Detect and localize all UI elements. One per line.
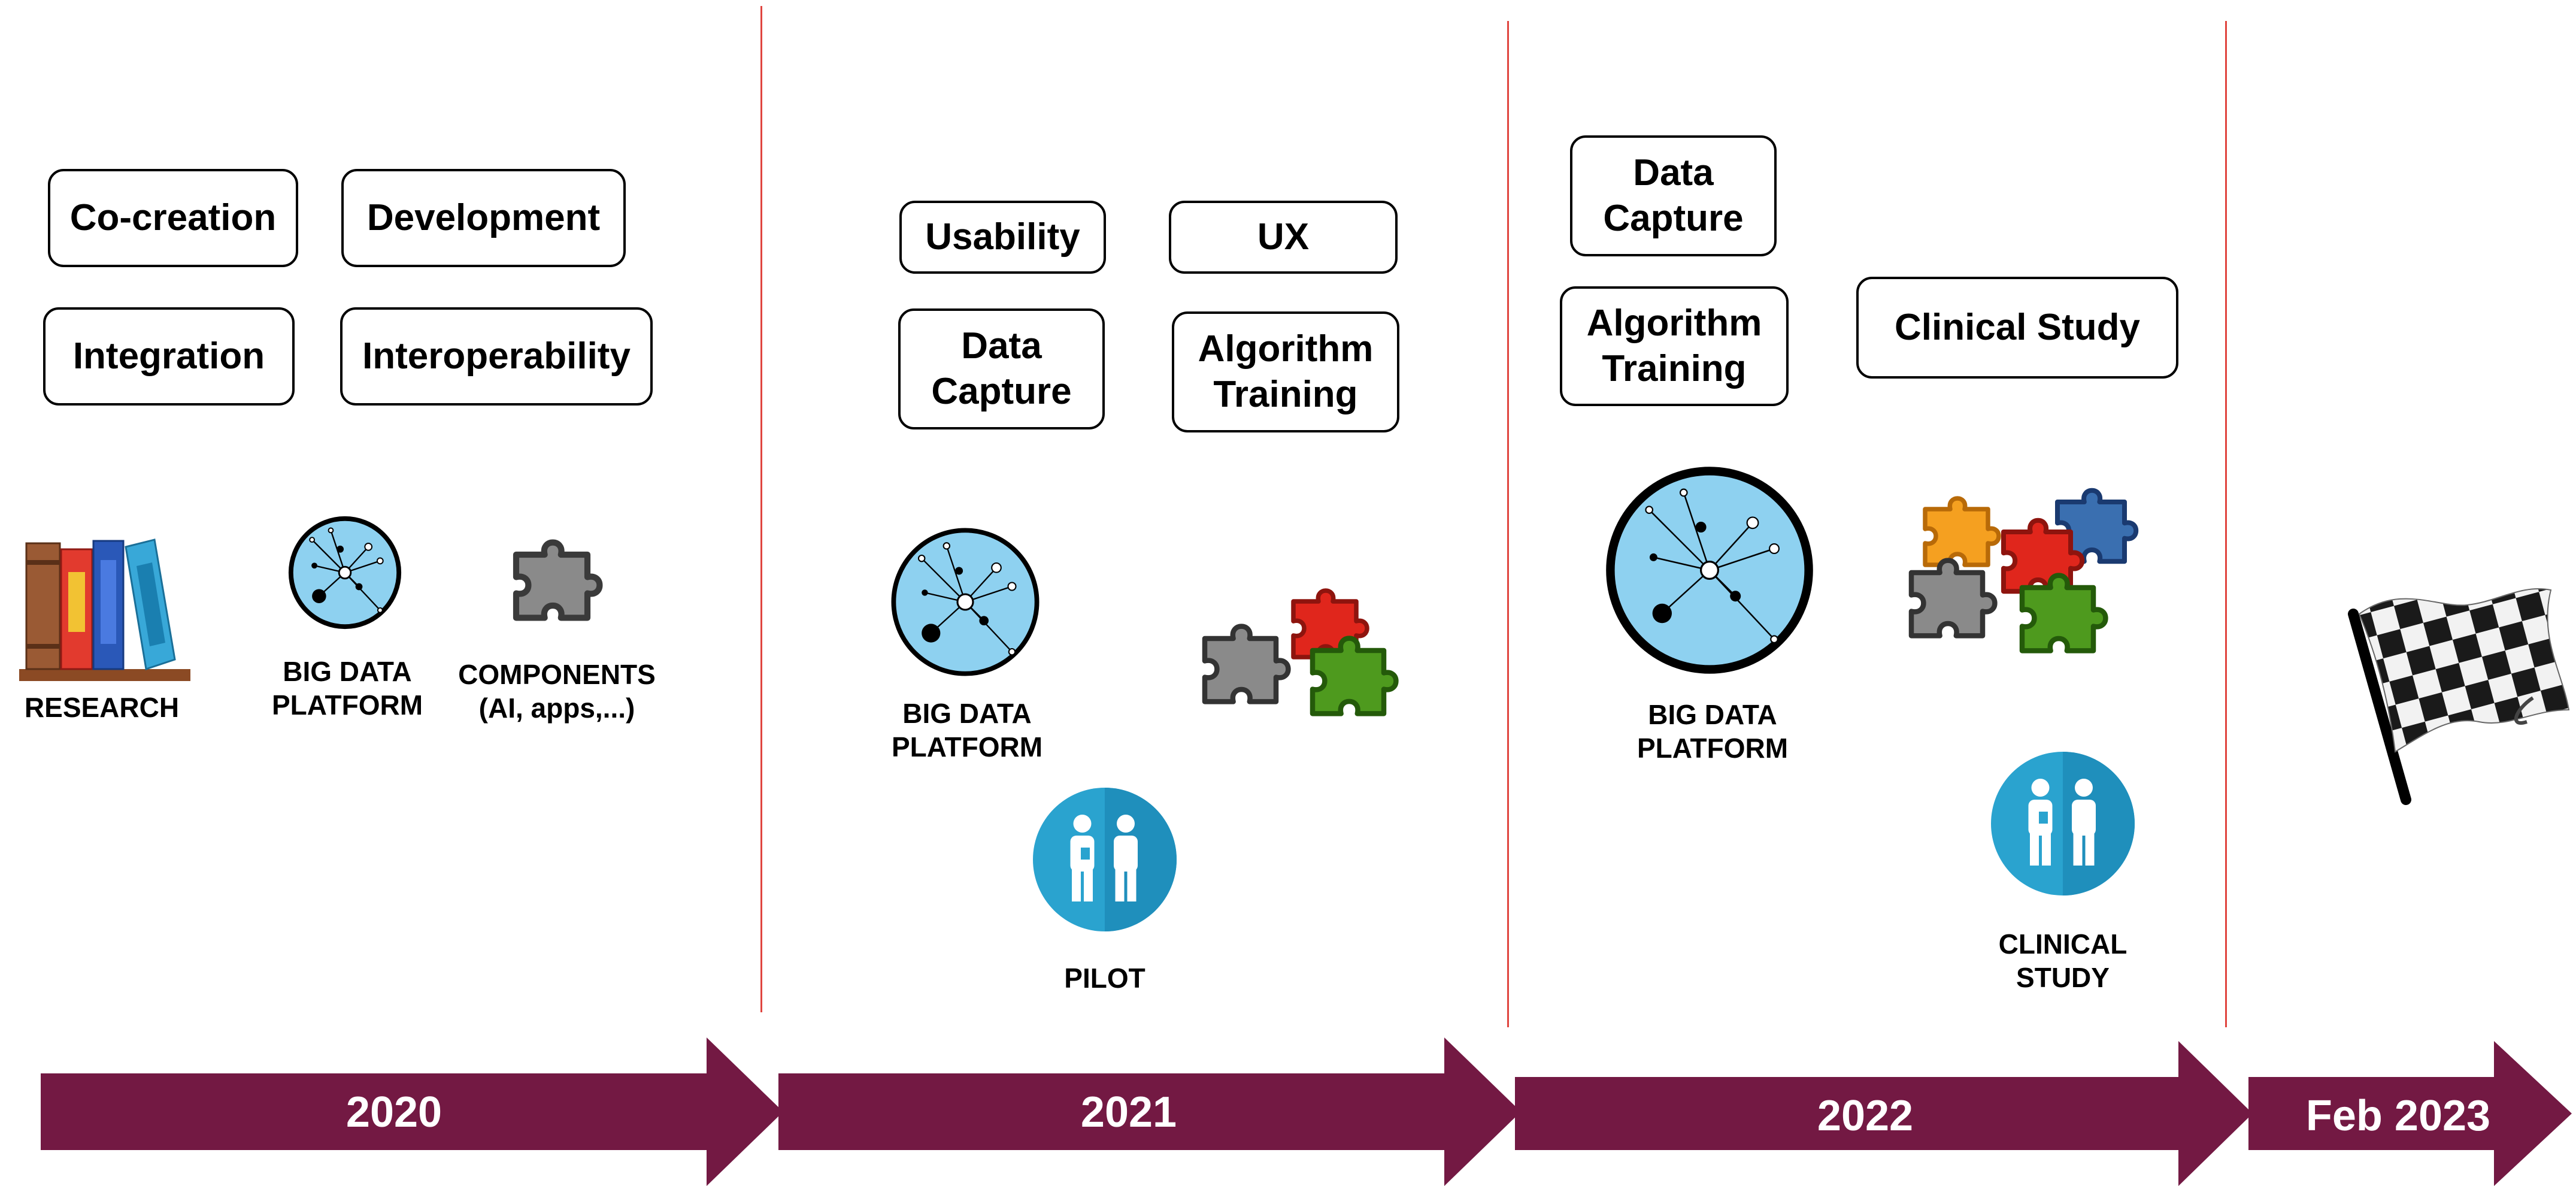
label-big-data-platform-2020: BIG DATA PLATFORM <box>271 656 423 721</box>
network-platform-icon <box>887 524 1043 680</box>
timeline-arrow-2020 <box>41 1037 783 1186</box>
box-data-capture-2022: Data Capture <box>1570 135 1777 256</box>
timeline-arrow-feb-2023 <box>2248 1041 2572 1186</box>
box-usability: Usability <box>899 201 1106 274</box>
checkered-flag-icon <box>2335 572 2575 812</box>
box-ux: UX <box>1169 201 1398 274</box>
network-platform-icon <box>1602 462 1817 678</box>
year-label-feb-2023: Feb 2023 <box>2305 1092 2491 1140</box>
year-label-2021: 2021 <box>1080 1088 1177 1136</box>
people-icon <box>1030 785 1180 934</box>
label-research: RESEARCH <box>24 692 180 723</box>
divider-2021-2022 <box>1507 21 1509 1027</box>
box-data-capture-2021: Data Capture <box>898 308 1105 429</box>
label-big-data-platform-2021: BIG DATA PLATFORM <box>891 698 1043 763</box>
divider-2020-2021 <box>760 6 762 1012</box>
network-platform-icon <box>286 514 404 631</box>
box-interoperability: Interoperability <box>340 307 653 406</box>
box-clinical-study: Clinical Study <box>1856 277 2178 379</box>
year-label-2020: 2020 <box>346 1088 443 1136</box>
box-integration: Integration <box>43 307 295 406</box>
box-algorithm-training-2021: Algorithm Training <box>1172 311 1399 432</box>
divider-2022-2023 <box>2225 21 2227 1027</box>
label-big-data-platform-2022: BIG DATA PLATFORM <box>1636 699 1789 764</box>
label-clinical-study: CLINICAL STUDY <box>1998 928 2128 994</box>
puzzle-icon <box>506 524 608 626</box>
box-algorithm-training-2022: Algorithm Training <box>1560 286 1789 406</box>
books-icon <box>13 536 193 683</box>
puzzle-cluster-icon <box>1195 572 1404 722</box>
people-icon <box>1988 749 2138 898</box>
box-development: Development <box>341 169 626 267</box>
timeline-arrow-2021 <box>778 1037 1521 1186</box>
timeline-arrow-2022 <box>1515 1041 2253 1186</box>
label-components: COMPONENTS (AI, apps,...) <box>458 659 656 724</box>
label-pilot: PILOT <box>1064 963 1145 994</box>
puzzle-cluster-icon <box>1904 473 2156 677</box>
box-co-creation: Co-creation <box>48 169 298 267</box>
year-label-2022: 2022 <box>1817 1092 1914 1140</box>
